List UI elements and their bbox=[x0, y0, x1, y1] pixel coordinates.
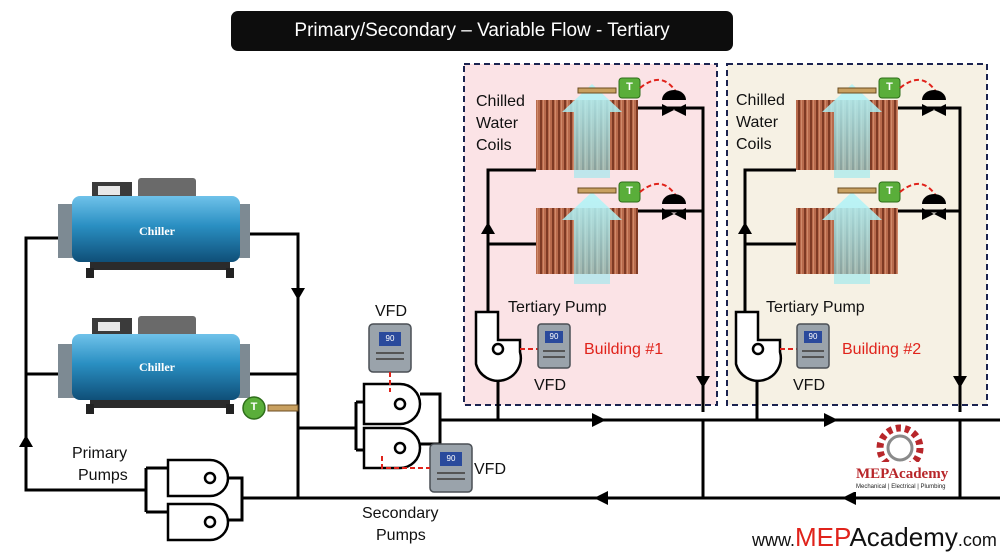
building-2-coil-top bbox=[796, 84, 898, 178]
vfd-icon bbox=[368, 323, 412, 373]
coils-label-1-line-3: Coils bbox=[476, 137, 512, 154]
vfd-display-value: 90 bbox=[808, 332, 818, 341]
url-suffix: .com bbox=[957, 530, 997, 550]
building-2-controls bbox=[734, 77, 946, 383]
primary-pumps-label-line-1: Primary bbox=[72, 445, 128, 462]
coils-label-2-line-3: Coils bbox=[736, 136, 772, 153]
chiller-2-label: Chiller bbox=[139, 360, 175, 374]
coils-label-1-line-1: Chilled bbox=[476, 93, 525, 110]
building-2-coil-bottom bbox=[796, 192, 898, 284]
temperature-sensor-icon: T bbox=[626, 185, 633, 197]
building-1-controls bbox=[474, 77, 686, 383]
gear-logo-icon bbox=[850, 424, 954, 492]
tertiary-pump-1-label: Tertiary Pump bbox=[508, 299, 607, 316]
primary-pumps-label-line-2: Pumps bbox=[78, 467, 128, 484]
supply-temperature-sensor bbox=[242, 396, 299, 420]
coils-label-1-line-2: Water bbox=[476, 115, 519, 132]
temperature-sensor-icon: T bbox=[250, 401, 258, 413]
vfd-label-building-1: VFD bbox=[534, 377, 566, 394]
chiller-2 bbox=[58, 316, 250, 414]
vfd-label-secondary-top: VFD bbox=[375, 303, 407, 320]
vfd-display-value: 90 bbox=[446, 454, 456, 463]
logo-name: MEPAcademy bbox=[856, 466, 949, 482]
website-url[interactable]: www.MEPAcademy.com bbox=[752, 522, 997, 553]
flow-arrows bbox=[19, 222, 967, 505]
diagram-title: Primary/Secondary – Variable Flow - Tert… bbox=[231, 11, 733, 51]
secondary-pumps-label-line-1: Secondary bbox=[362, 505, 439, 522]
vfd-label-building-2: VFD bbox=[793, 377, 825, 394]
secondary-pumps-label-line-2: Pumps bbox=[376, 527, 426, 544]
secondary-pumps bbox=[362, 382, 422, 470]
temperature-sensor-icon: T bbox=[886, 185, 893, 197]
building-1-label: Building #1 bbox=[584, 341, 664, 358]
url-prefix: www. bbox=[752, 530, 796, 550]
chiller-1-label: Chiller bbox=[139, 224, 175, 238]
tertiary-pump-2-label: Tertiary Pump bbox=[766, 299, 865, 316]
logo-tagline: Mechanical | Electrical | Plumbing bbox=[856, 484, 946, 490]
coils-label-2-line-1: Chilled bbox=[736, 92, 785, 109]
url-rest: Academy bbox=[849, 522, 958, 552]
vfd-icon bbox=[429, 443, 473, 493]
building-1-coil-top bbox=[536, 84, 638, 178]
primary-pumps bbox=[166, 458, 230, 542]
piping bbox=[24, 106, 1000, 522]
vfd-label-secondary-bottom: VFD bbox=[474, 461, 506, 478]
temperature-sensor-icon: T bbox=[886, 81, 893, 93]
building-1-coil-bottom bbox=[536, 192, 638, 284]
vfd-control-wires bbox=[381, 372, 430, 469]
vfd-display-value: 90 bbox=[385, 334, 395, 343]
chiller-1 bbox=[58, 178, 250, 278]
vfd-display-value: 90 bbox=[549, 332, 559, 341]
building-2-label: Building #2 bbox=[842, 341, 922, 358]
url-brand: MEP bbox=[795, 522, 850, 552]
temperature-sensor-icon: T bbox=[626, 81, 633, 93]
coils-label-2-line-2: Water bbox=[736, 114, 779, 131]
